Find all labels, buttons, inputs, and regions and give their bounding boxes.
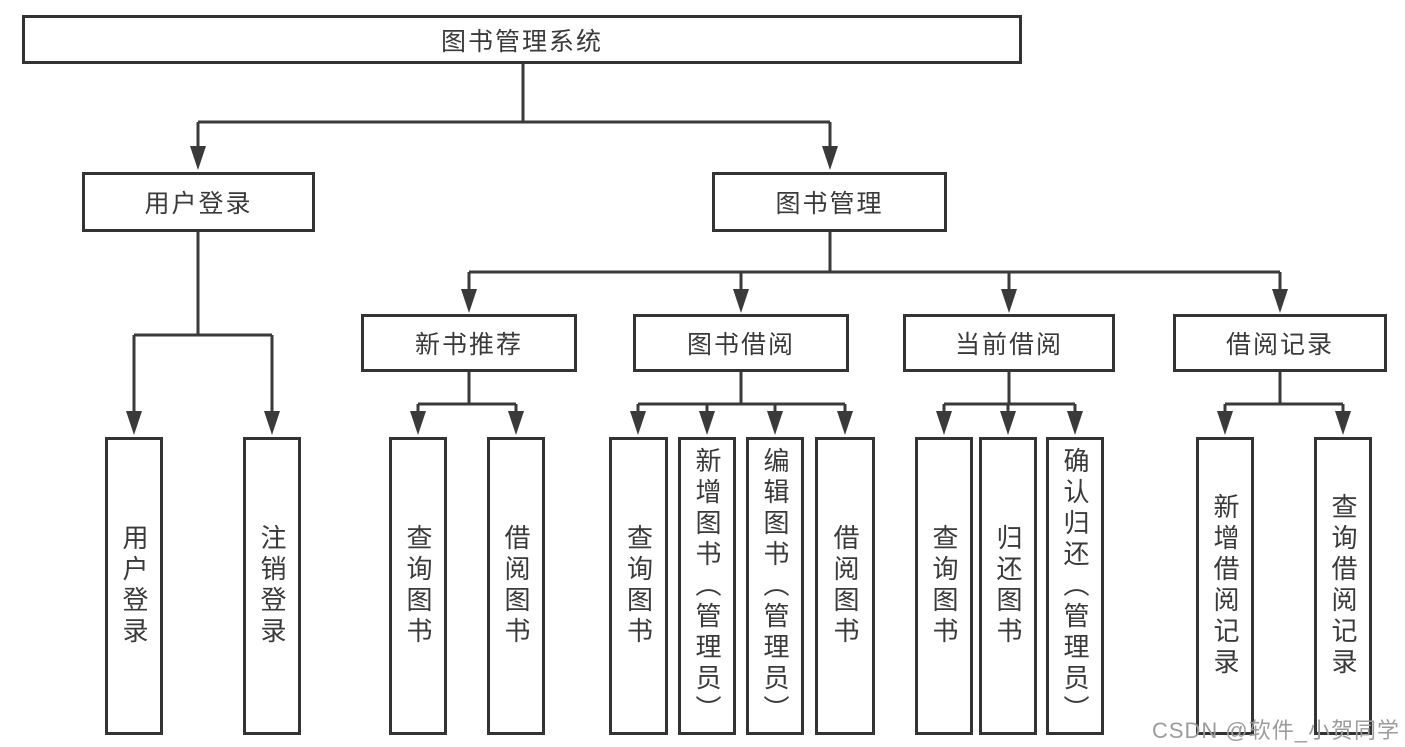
node-user-login: 用户登录 [82, 172, 315, 232]
node-leaf-cb-confirm-return-admin: 确认归还（管理员） [1046, 437, 1104, 735]
node-leaf-user-login: 用户登录 [105, 437, 163, 735]
node-new-book-recommendation: 新书推荐 [361, 314, 577, 372]
node-leaf-cb-query-books: 查询图书 [915, 437, 973, 735]
node-book-borrowing: 图书借阅 [633, 314, 849, 372]
node-leaf-cb-return-books: 归还图书 [979, 437, 1037, 735]
node-library-management-system: 图书管理系统 [22, 15, 1022, 64]
node-leaf-bb-borrow-books: 借阅图书 [815, 437, 875, 735]
node-leaf-br-add-record: 新增借阅记录 [1196, 437, 1254, 735]
watermark-text: CSDN @软件_小贺同学 [1151, 718, 1400, 743]
node-leaf-bb-add-books-admin: 新增图书（管理员） [678, 437, 736, 735]
node-leaf-br-query-record: 查询借阅记录 [1314, 437, 1372, 735]
node-leaf-rec-query-books: 查询图书 [389, 437, 447, 735]
node-borrowing-records: 借阅记录 [1173, 314, 1387, 372]
node-leaf-rec-borrow-books: 借阅图书 [487, 437, 545, 735]
node-leaf-bb-edit-books-admin: 编辑图书（管理员） [746, 437, 804, 735]
node-current-borrowing: 当前借阅 [903, 314, 1115, 372]
node-book-management: 图书管理 [712, 172, 947, 232]
node-leaf-bb-query-books: 查询图书 [609, 437, 668, 735]
node-leaf-logout: 注销登录 [243, 437, 301, 735]
